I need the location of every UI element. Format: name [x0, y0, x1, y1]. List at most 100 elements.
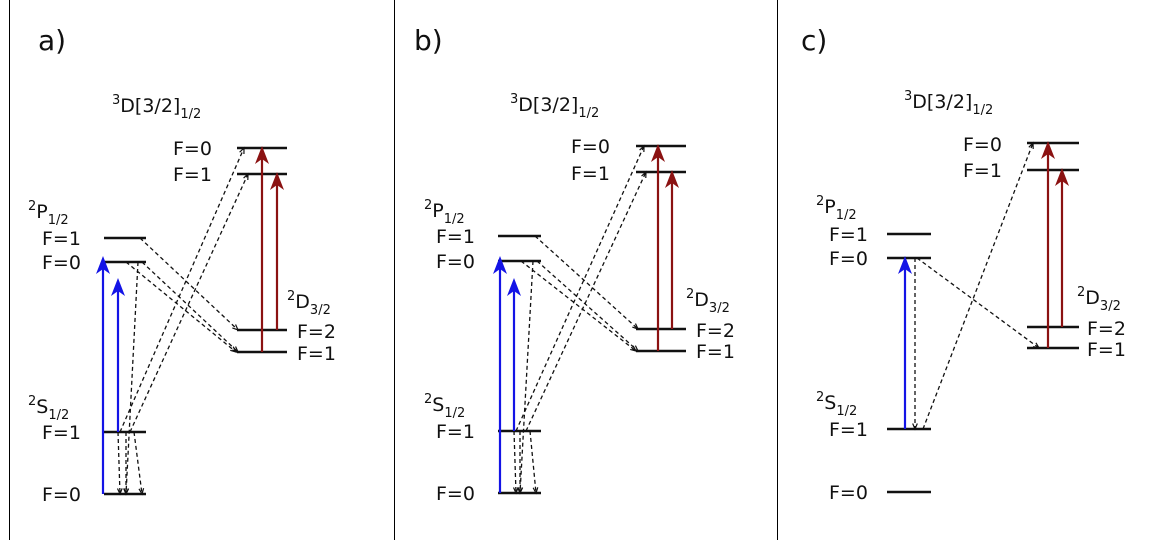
panel-label: c): [801, 24, 827, 57]
state-label-2s-main: S: [824, 392, 836, 414]
level-label-p0: F=0: [42, 252, 81, 274]
level-label-s0: F=0: [829, 482, 868, 504]
decay-arrowhead: [232, 324, 240, 332]
level-label-s1: F=1: [42, 422, 81, 444]
state-label-2s: 2S1/2: [28, 394, 69, 423]
state-label-2d-sub: 3/2: [709, 301, 730, 316]
decay-line: [916, 257, 1040, 349]
state-label-2p-sub: 1/2: [836, 208, 857, 223]
decay-arrowhead: [532, 487, 539, 495]
state-label-2p-main: P: [824, 196, 835, 218]
divider-ab: [394, 0, 395, 540]
state-label-2d: 2D3/2: [1077, 285, 1121, 314]
state-label-2s-sub: 1/2: [444, 406, 465, 421]
decay-arrowhead: [123, 488, 129, 496]
state-label-2d-sup: 2: [287, 289, 295, 304]
level-label-dd1: F=1: [297, 343, 336, 365]
state-label-2p: 2P1/2: [816, 194, 857, 223]
decay-line: [520, 260, 637, 352]
decay-line: [141, 261, 239, 353]
decay-line: [515, 145, 645, 432]
panel-label: b): [414, 24, 443, 57]
level-label-dd1: F=1: [696, 341, 735, 363]
panel-a-diagram: a)3D[3/2]1/22P1/22D3/22S1/2F=0F=1F=1F=0F…: [28, 24, 336, 506]
decay-line: [117, 431, 121, 495]
level-label-p1: F=1: [829, 224, 868, 246]
level-label-p1: F=1: [436, 226, 475, 248]
state-label-2p-sub: 1/2: [48, 213, 69, 228]
state-label-3d: 3D[3/2]1/2: [510, 92, 599, 121]
laser-arrow-red-head: [255, 146, 269, 164]
decay-arrowhead: [517, 487, 523, 495]
state-label-3d-sub: 1/2: [972, 103, 993, 118]
state-label-2s-main: S: [36, 396, 48, 418]
laser-arrow-red-head: [665, 170, 679, 188]
decay-arrowhead: [639, 144, 645, 153]
panel-c-diagram: c)3D[3/2]1/22P1/22D3/22S1/2F=0F=1F=1F=0F…: [801, 24, 1126, 504]
level-label-dd2: F=2: [696, 320, 735, 342]
state-label-2s-sub: 1/2: [836, 404, 857, 419]
state-label-3d-main: D[3/2]: [120, 95, 180, 117]
decay-line: [529, 430, 537, 494]
state-label-3d-sup: 3: [510, 92, 518, 107]
state-label-2p-sup: 2: [816, 194, 824, 209]
state-label-3d-main: D[3/2]: [912, 91, 972, 113]
decay-line: [525, 171, 647, 432]
state-label-3d-sub: 1/2: [180, 107, 201, 122]
laser-arrow-blue-head: [507, 278, 521, 296]
panel-label: a): [38, 24, 66, 57]
decay-line: [534, 235, 639, 330]
state-label-3d-sup: 3: [904, 89, 912, 104]
level-label-p0: F=0: [829, 248, 868, 270]
decay-arrowhead: [116, 488, 123, 496]
state-label-2d-main: D: [295, 291, 310, 313]
level-label-dd1: F=1: [1087, 339, 1126, 361]
state-label-2d-main: D: [694, 289, 709, 311]
state-label-3d-main: D[3/2]: [518, 94, 578, 116]
state-label-2d: 2D3/2: [287, 289, 331, 318]
decay-arrowhead: [1028, 141, 1034, 150]
decay-line: [125, 261, 237, 353]
decay-line: [125, 261, 139, 495]
decay-arrowhead: [641, 170, 647, 179]
decay-line: [119, 147, 245, 433]
decay-line: [519, 260, 534, 494]
level-label-s1: F=1: [829, 419, 868, 441]
state-label-2p-main: P: [432, 200, 443, 222]
level-label-s1: F=1: [436, 421, 475, 443]
decay-arrowhead: [1033, 342, 1041, 349]
left-border: [9, 0, 10, 540]
level-label-p1: F=1: [42, 228, 81, 250]
level-label-d1: F=1: [173, 164, 212, 186]
state-label-2s-sub: 1/2: [48, 408, 69, 423]
state-label-2s: 2S1/2: [424, 392, 465, 421]
state-label-2p-sub: 1/2: [444, 212, 465, 227]
state-label-3d: 3D[3/2]1/2: [904, 89, 993, 118]
state-label-2s: 2S1/2: [816, 390, 857, 419]
decay-arrowhead: [239, 146, 245, 155]
decay-arrowhead: [230, 346, 238, 353]
laser-arrow-red-head: [651, 144, 665, 162]
state-label-3d: 3D[3/2]1/2: [112, 93, 201, 122]
state-label-2p-main: P: [36, 201, 47, 223]
level-label-d0: F=0: [571, 136, 610, 158]
state-label-2d-main: D: [1085, 287, 1100, 309]
state-label-2p-sup: 2: [28, 199, 36, 214]
level-label-d1: F=1: [963, 160, 1002, 182]
decay-line: [513, 430, 517, 494]
divider-bc: [777, 0, 778, 540]
level-label-s0: F=0: [436, 483, 475, 505]
state-label-2p-sup: 2: [424, 198, 432, 213]
state-label-2d-sub: 3/2: [1100, 299, 1121, 314]
state-label-2s-sup: 2: [28, 394, 36, 409]
laser-arrow-red-head: [1055, 168, 1069, 186]
laser-arrow-blue-head: [493, 256, 507, 274]
state-label-2d-sub: 3/2: [310, 303, 331, 318]
decay-arrowhead: [912, 423, 918, 431]
decay-arrowhead: [632, 323, 640, 331]
state-label-2s-sup: 2: [424, 392, 432, 407]
